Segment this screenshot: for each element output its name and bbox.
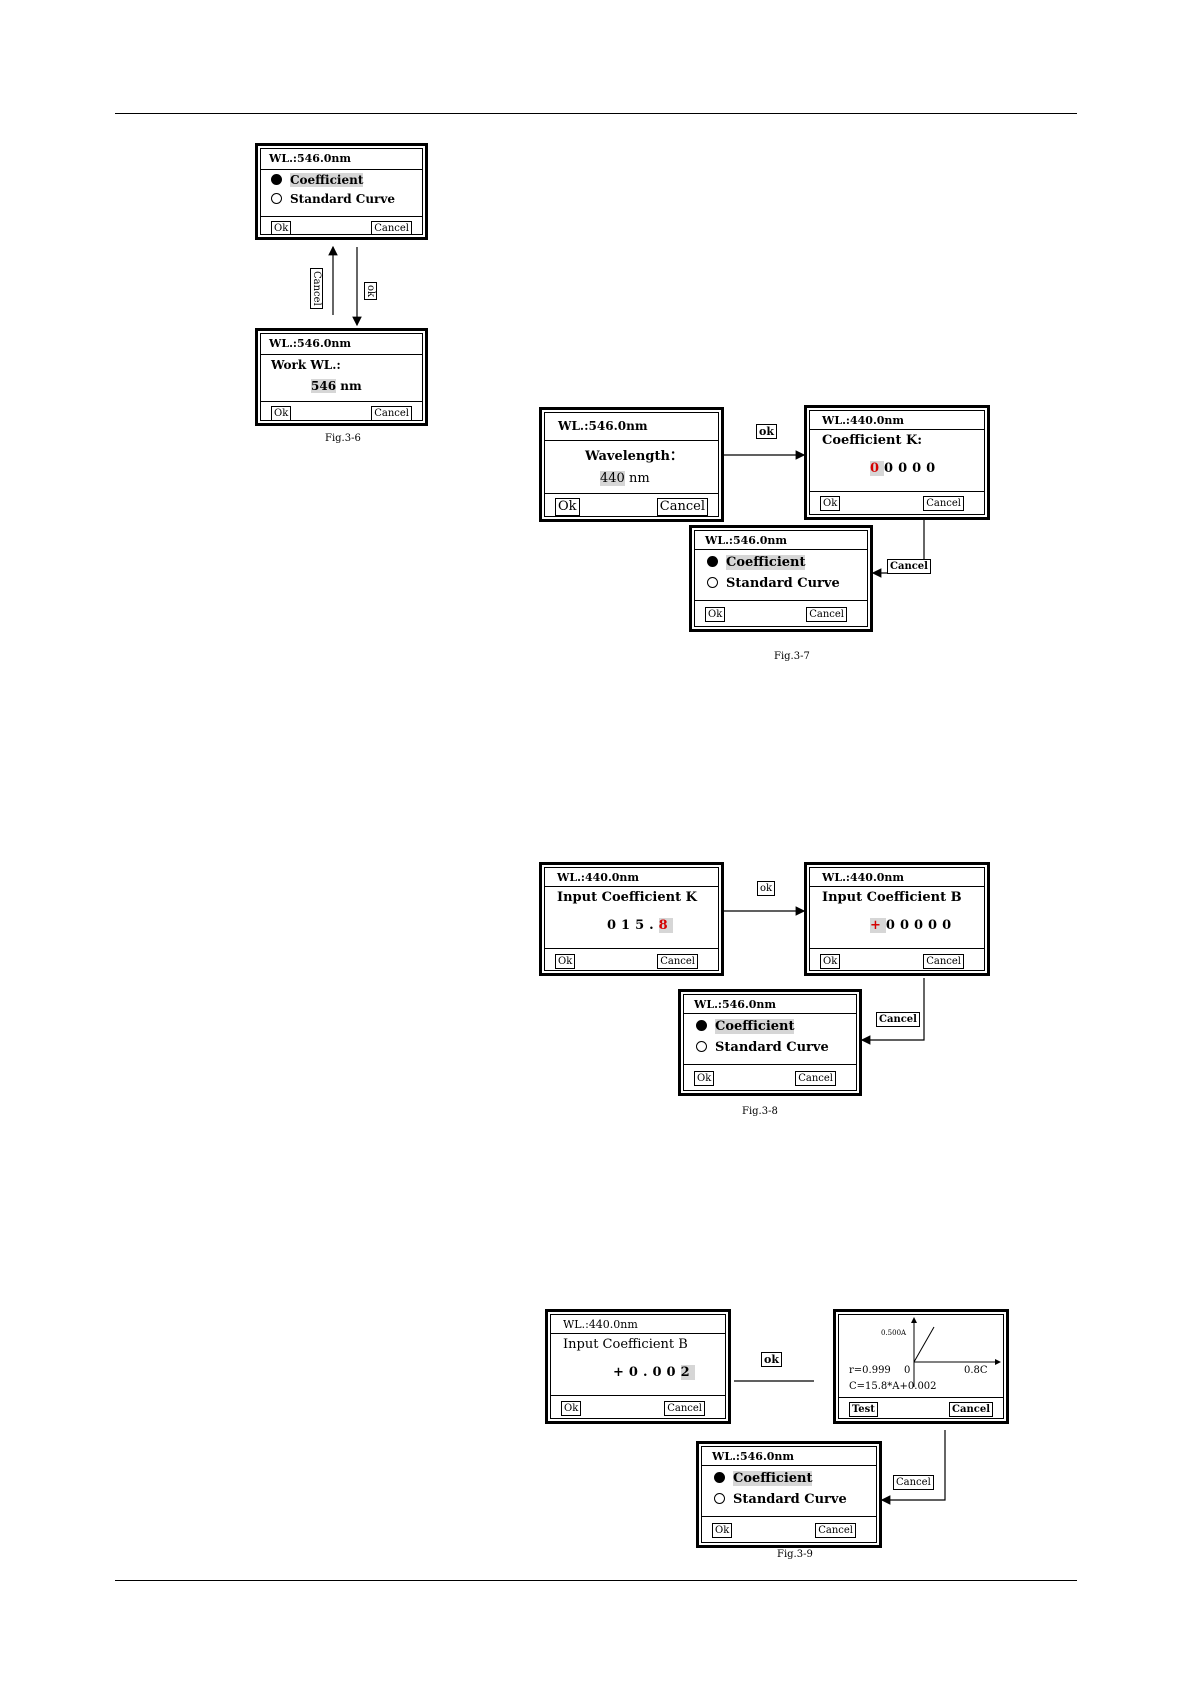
arrow-cancel-label: Cancel bbox=[310, 268, 323, 309]
option-coefficient[interactable]: Coefficient bbox=[707, 555, 806, 570]
input-b-value[interactable]: +00000 bbox=[870, 918, 957, 933]
wl-title: WL.:440.0nm bbox=[822, 871, 905, 884]
footer-rule bbox=[115, 1580, 1077, 1581]
fig39-left-screen: WL.:440.0nm Input Coefficient B +0.002 O… bbox=[545, 1309, 731, 1424]
ok-button[interactable]: Ok bbox=[555, 498, 580, 516]
radio-empty-icon bbox=[714, 1493, 725, 1504]
calibration-line bbox=[913, 1326, 935, 1363]
wl-title: WL.:440.0nm bbox=[557, 871, 640, 884]
ok-button[interactable]: Ok bbox=[820, 496, 841, 511]
fig37-left-screen: WL.:546.0nm Wavelength： 440 nm Ok Cancel bbox=[539, 407, 724, 522]
regression-equation: C=15.8*A+0.002 bbox=[849, 1381, 937, 1392]
cancel-button[interactable]: Cancel bbox=[371, 221, 412, 234]
ok-label: ok bbox=[757, 881, 776, 896]
ok-button[interactable]: Ok bbox=[694, 1071, 715, 1086]
option-coefficient[interactable]: Coefficient bbox=[696, 1019, 795, 1034]
wl-title: WL.:546.0nm bbox=[558, 419, 648, 433]
fig39-graph-screen: 0.500A r=0.999 0 0.8C C=15.8*A+0.002 Tes… bbox=[833, 1309, 1009, 1424]
input-b-value[interactable]: +0.002 bbox=[613, 1365, 695, 1380]
ok-button[interactable]: Ok bbox=[555, 954, 576, 969]
option-standard-curve[interactable]: Standard Curve bbox=[707, 576, 840, 591]
input-k-label: Input Coefficient K bbox=[557, 890, 697, 905]
standard-curve-graph bbox=[911, 1317, 1001, 1387]
fig38-bottom-screen: WL.:546.0nm Coefficient Standard Curve O… bbox=[678, 989, 862, 1096]
input-b-label: Input Coefficient B bbox=[822, 890, 962, 905]
cancel-button[interactable]: Cancel bbox=[657, 954, 698, 969]
option-coefficient[interactable]: Coefficient bbox=[714, 1471, 813, 1486]
cancel-button[interactable]: Cancel bbox=[949, 1402, 993, 1417]
wavelength-value[interactable]: 440 nm bbox=[600, 471, 650, 486]
input-b-label: Input Coefficient B bbox=[563, 1337, 688, 1352]
ok-button[interactable]: Ok bbox=[820, 954, 841, 969]
ok-button[interactable]: Ok bbox=[271, 221, 292, 234]
fig36-caption: Fig.3-6 bbox=[325, 433, 361, 444]
radio-filled-icon bbox=[707, 556, 718, 567]
arrow-ok-label: ok bbox=[364, 282, 377, 301]
option-standard-curve[interactable]: Standard Curve bbox=[271, 192, 395, 206]
test-button[interactable]: Test bbox=[849, 1402, 878, 1417]
coefficient-k-value[interactable]: 00000 bbox=[870, 461, 941, 476]
wl-title: WL.:546.0nm bbox=[694, 998, 777, 1011]
fig39-bottom-screen: WL.:546.0nm Coefficient Standard Curve O… bbox=[696, 1441, 882, 1548]
radio-filled-icon bbox=[714, 1472, 725, 1483]
radio-empty-icon bbox=[271, 193, 282, 204]
fig38-right-screen: WL.:440.0nm Input Coefficient B +00000 O… bbox=[804, 862, 990, 976]
ok-button[interactable]: Ok bbox=[712, 1523, 733, 1538]
ok-button[interactable]: Ok bbox=[271, 406, 292, 420]
y-axis-label: 0.500A bbox=[881, 1329, 907, 1337]
origin-label: 0 bbox=[904, 1365, 911, 1376]
ok-label: ok bbox=[761, 1352, 782, 1367]
input-k-value[interactable]: 015.8 bbox=[607, 918, 673, 933]
fig37-right-screen: WL.:440.0nm Coefficient K: 00000 Ok Canc… bbox=[804, 405, 990, 520]
wavelength-label: Wavelength： bbox=[585, 449, 683, 464]
option-coefficient[interactable]: Coefficient bbox=[271, 173, 364, 187]
option-standard-curve[interactable]: Standard Curve bbox=[714, 1492, 847, 1507]
radio-empty-icon bbox=[707, 577, 718, 588]
radio-filled-icon bbox=[696, 1020, 707, 1031]
arrow-cancel-39 bbox=[880, 1430, 946, 1505]
header-rule bbox=[115, 113, 1077, 114]
radio-filled-icon bbox=[271, 174, 282, 185]
wl-title: WL.:440.0nm bbox=[822, 414, 905, 427]
wl-title: WL.:546.0nm bbox=[269, 337, 352, 350]
x-axis-label: 0.8C bbox=[964, 1365, 988, 1376]
cancel-button[interactable]: Cancel bbox=[815, 1523, 856, 1538]
cancel-button[interactable]: Cancel bbox=[656, 498, 708, 516]
ok-button[interactable]: Ok bbox=[705, 607, 726, 622]
fig39-caption: Fig.3-9 bbox=[777, 1549, 813, 1560]
work-wl-label: Work WL.: bbox=[271, 358, 341, 372]
cancel-button[interactable]: Cancel bbox=[664, 1401, 705, 1416]
cancel-button[interactable]: Cancel bbox=[371, 406, 412, 420]
wl-title: WL.:440.0nm bbox=[563, 1318, 638, 1331]
wl-title: WL.:546.0nm bbox=[705, 534, 788, 547]
ok-label: ok bbox=[756, 424, 777, 439]
fig36-top-screen: WL.:546.0nm Coefficient Standard Curve O… bbox=[255, 143, 428, 240]
cancel-button[interactable]: Cancel bbox=[795, 1071, 836, 1086]
cancel-label: Cancel bbox=[893, 1475, 934, 1490]
fig38-caption: Fig.3-8 bbox=[742, 1106, 778, 1117]
cancel-button[interactable]: Cancel bbox=[806, 607, 847, 622]
cancel-button[interactable]: Cancel bbox=[923, 496, 964, 511]
wl-title: WL.:546.0nm bbox=[712, 1450, 795, 1463]
wl-title: WL.:546.0nm bbox=[269, 152, 352, 165]
work-wl-value[interactable]: 546 nm bbox=[311, 379, 362, 393]
fig37-bottom-screen: WL.:546.0nm Coefficient Standard Curve O… bbox=[689, 525, 873, 632]
fig37-caption: Fig.3-7 bbox=[774, 651, 810, 662]
fig36-bottom-screen: WL.:546.0nm Work WL.: 546 nm Ok Cancel bbox=[255, 328, 428, 426]
r-value: r=0.999 bbox=[849, 1365, 891, 1376]
coefficient-k-label: Coefficient K: bbox=[822, 433, 923, 448]
arrow-cancel-38 bbox=[860, 978, 925, 1045]
cancel-label: Cancel bbox=[876, 1012, 920, 1027]
ok-button[interactable]: Ok bbox=[561, 1401, 582, 1416]
option-standard-curve[interactable]: Standard Curve bbox=[696, 1040, 829, 1055]
cancel-button[interactable]: Cancel bbox=[923, 954, 964, 969]
radio-empty-icon bbox=[696, 1041, 707, 1052]
cancel-label: Cancel bbox=[887, 559, 931, 574]
fig38-left-screen: WL.:440.0nm Input Coefficient K 015.8 Ok… bbox=[539, 862, 724, 976]
